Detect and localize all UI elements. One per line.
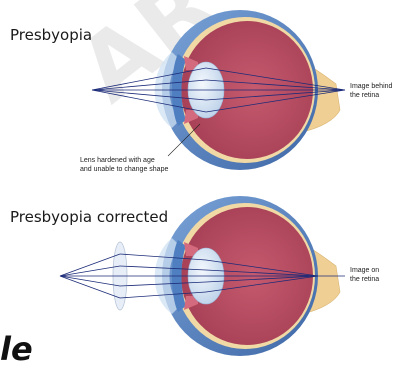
- lens-note: Lens hardened with age and unable to cha…: [80, 156, 168, 174]
- top-eye: [92, 10, 345, 170]
- bottom-image-label-line1: Image on: [350, 266, 379, 275]
- top-image-label-line1: Image behind: [350, 82, 392, 91]
- bottom-title: Presbyopia corrected: [10, 208, 168, 226]
- bottom-image-label: Image on the retina: [350, 266, 379, 284]
- top-image-label: Image behind the retina: [350, 82, 392, 100]
- watermark-fragment: le: [0, 330, 33, 368]
- top-image-label-line2: the retina: [350, 91, 392, 100]
- lens-note-line2: and unable to change shape: [80, 165, 168, 174]
- top-title: Presbyopia: [10, 26, 92, 44]
- bottom-image-label-line2: the retina: [350, 275, 379, 284]
- lens-note-line1: Lens hardened with age: [80, 156, 168, 165]
